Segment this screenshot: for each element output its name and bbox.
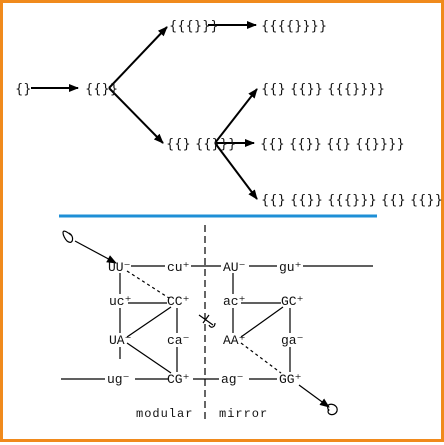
- edge-1-2: [108, 26, 168, 89]
- label-gu: gu⁺: [279, 260, 301, 275]
- diag-aa-gg: [240, 342, 282, 374]
- label-ag: ag⁻: [221, 372, 243, 387]
- diag-uu-cc: [126, 270, 170, 299]
- node-empty-set: {}: [15, 82, 32, 97]
- label-gc: GC⁺: [281, 294, 303, 309]
- label-cc: CC⁺: [167, 294, 189, 309]
- label-ac: ac⁺: [223, 294, 245, 309]
- node-level3-c: {{} {{}} {{} {{}}}}: [260, 137, 405, 152]
- loop-top-left: [62, 230, 74, 243]
- caption-mirror: mirror: [219, 407, 268, 421]
- label-uu: UU⁻: [108, 260, 130, 275]
- arrow-bottom-right: [298, 384, 330, 408]
- diag-aa-gc: [240, 306, 284, 338]
- lattice-diagram: [61, 225, 373, 423]
- edge-1-4: [108, 87, 164, 144]
- label-ga: ga⁻: [281, 333, 303, 348]
- node-level2-b: {{} {{}}}: [166, 137, 236, 152]
- label-gg: GG⁺: [279, 372, 301, 387]
- diag-ua-cc: [126, 306, 172, 338]
- node-level1: {{}}: [85, 82, 118, 97]
- label-ua: UA⁻: [109, 333, 131, 348]
- mirror-symbol: [198, 314, 216, 328]
- edge-4-7: [214, 142, 258, 200]
- edge-4-5: [214, 88, 258, 144]
- arrow-top-left: [74, 240, 117, 264]
- label-aa: AA⁺: [223, 333, 245, 348]
- label-cg: CG⁺: [167, 372, 189, 387]
- set-tree: {} {{}} {{{}}} {{{{}}}} {{} {{}}} {{} {{…: [15, 19, 444, 208]
- lattice-labels: UU⁻ cu⁺ AU⁻ gu⁺ uc⁺ CC⁺ ac⁺ GC⁺ UA⁻ ca⁻ …: [107, 260, 303, 421]
- node-level3-b: {{} {{}} {{{}}}}: [261, 82, 385, 97]
- loop-bottom-right: [327, 403, 338, 416]
- figure-canvas: {} {{}} {{{}}} {{{{}}}} {{} {{}}} {{} {{…: [15, 19, 444, 423]
- node-level3-d: {{} {{}} {{{}}} {{} {{}}}}: [261, 193, 444, 208]
- label-au: AU⁻: [223, 260, 245, 275]
- label-uc: uc⁺: [109, 294, 131, 309]
- node-level3-a: {{{{}}}}: [261, 19, 327, 34]
- diag-ca-cg: [126, 342, 172, 374]
- label-ug: ug⁻: [107, 372, 129, 387]
- label-ca: ca⁻: [167, 333, 189, 348]
- node-level2-a: {{{}}}: [169, 19, 219, 34]
- caption-modular: modular: [136, 407, 193, 421]
- label-cu: cu⁺: [167, 260, 189, 275]
